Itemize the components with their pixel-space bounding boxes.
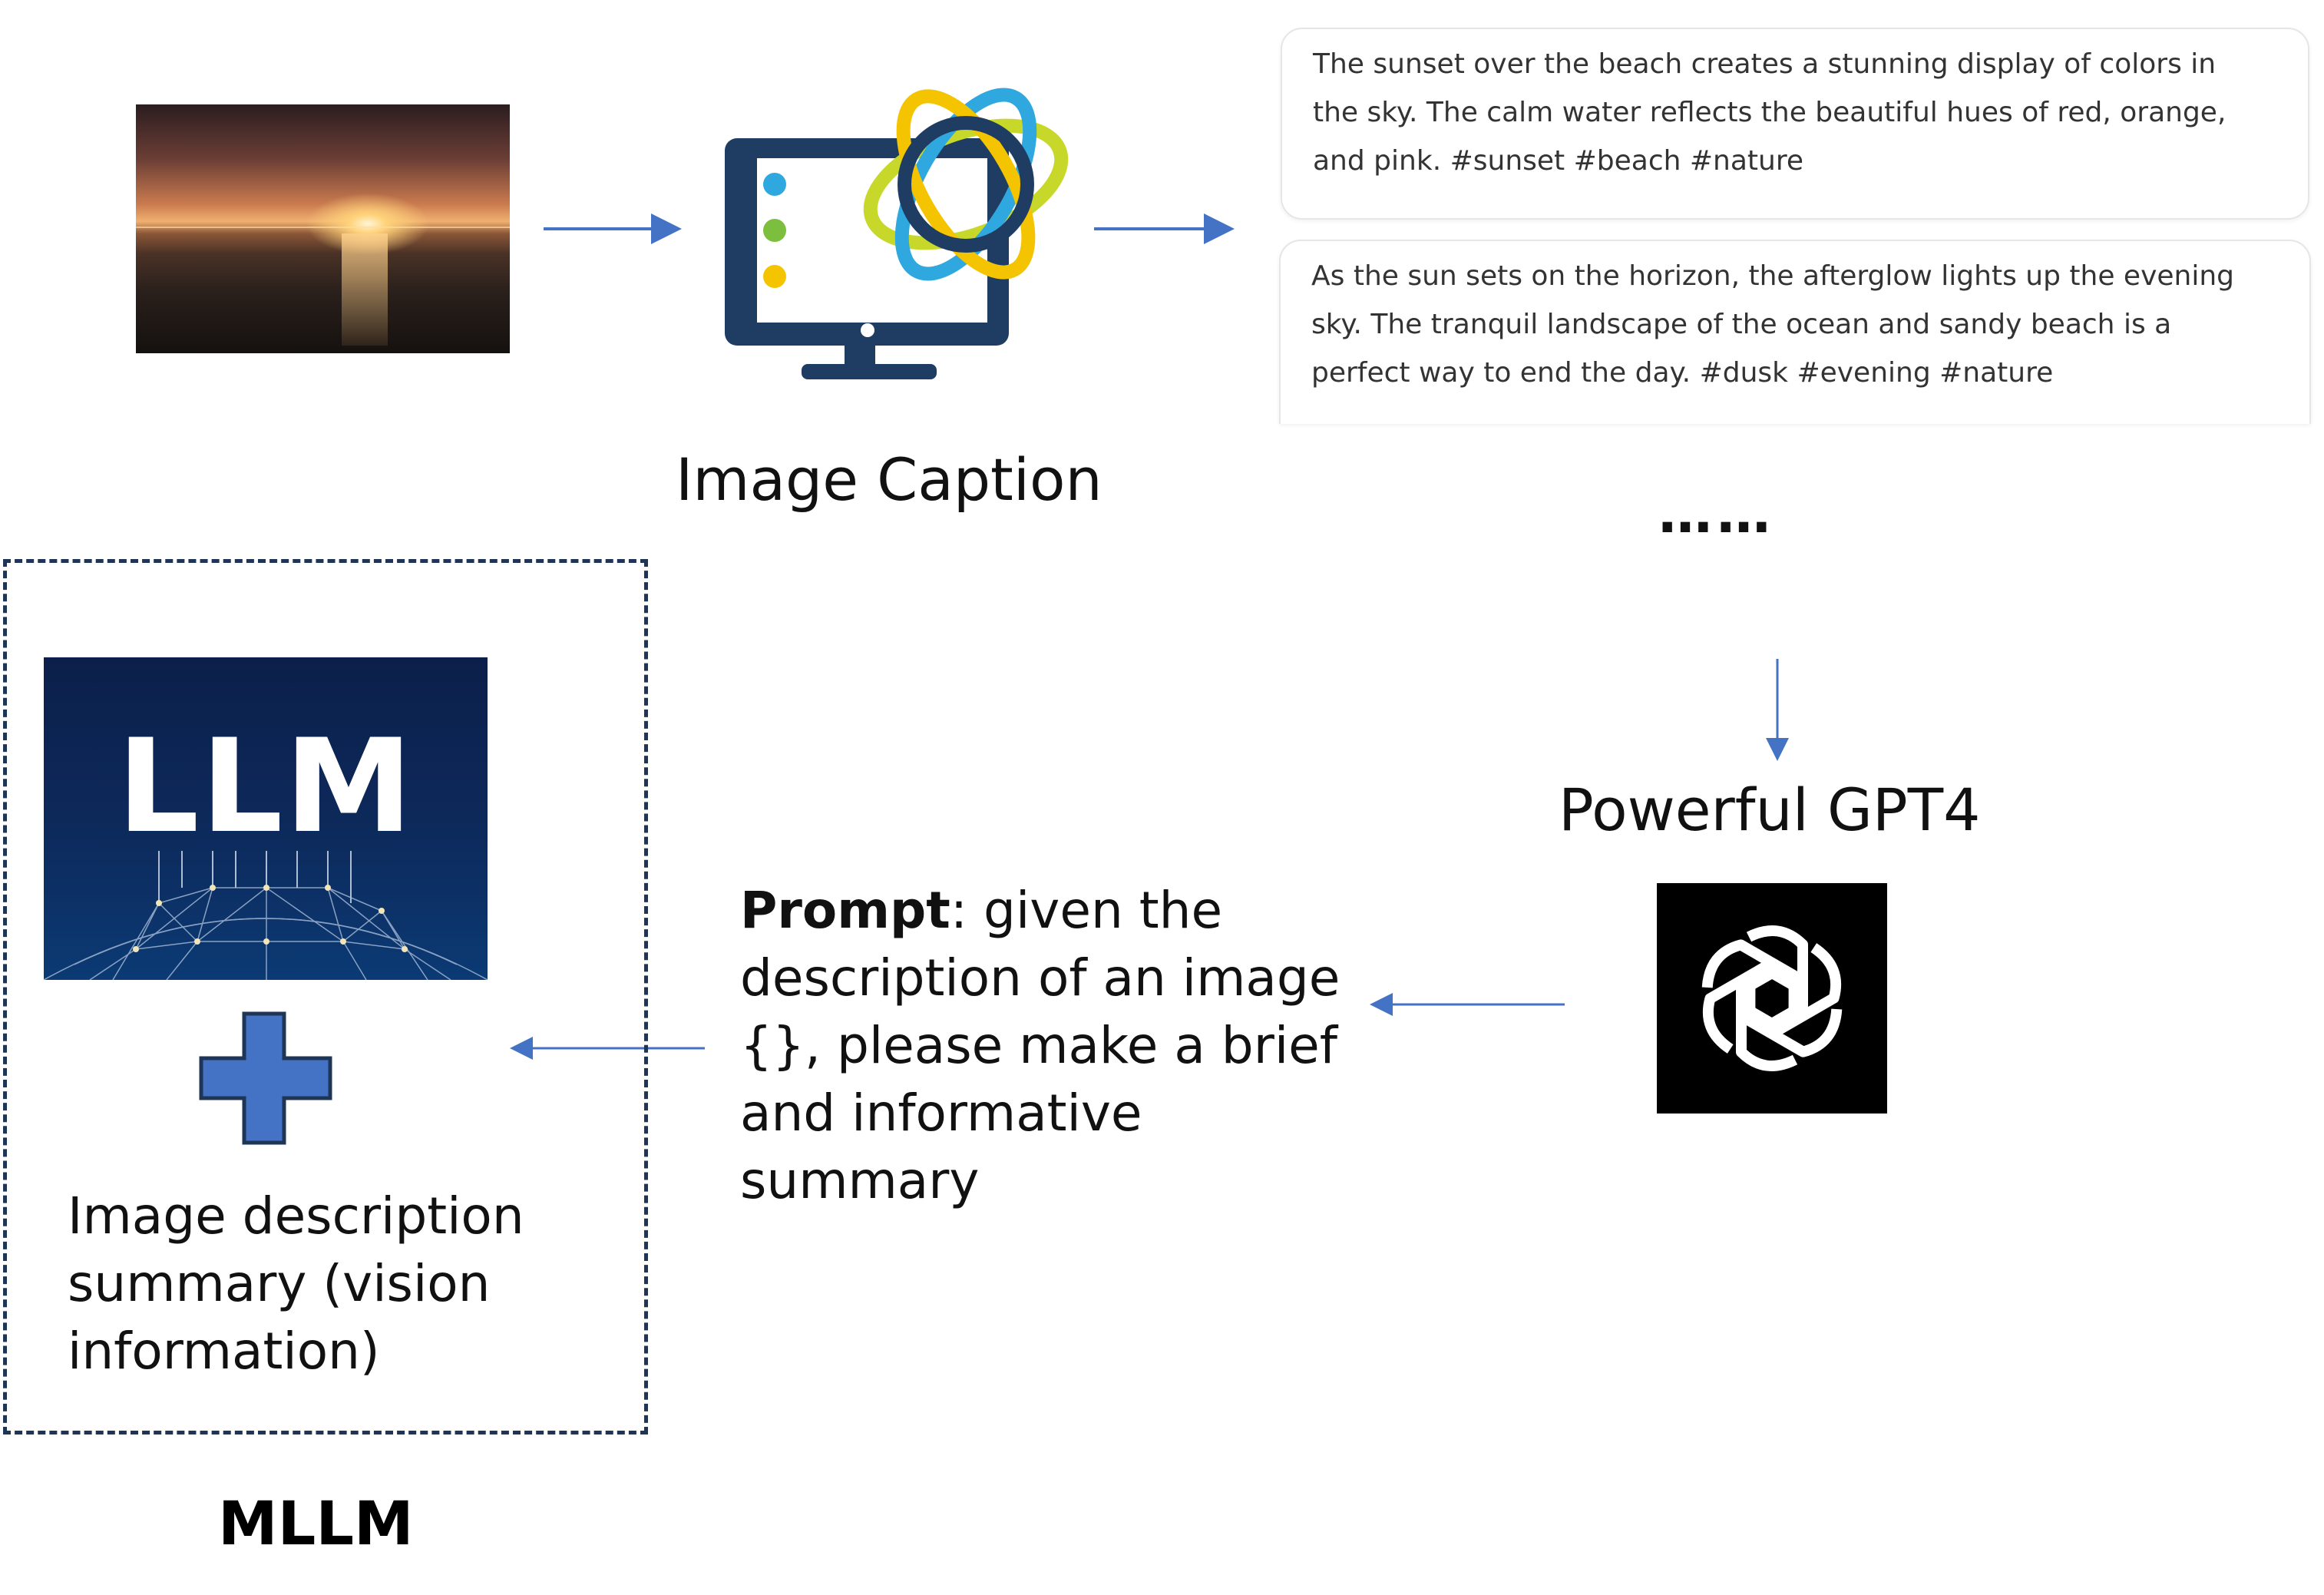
prompt-bold-label: Prompt bbox=[740, 881, 950, 940]
caption-card-1: The sunset over the beach creates a stun… bbox=[1281, 28, 2309, 220]
ellipsis: …… bbox=[1658, 482, 1775, 545]
mllm-label: MLLM bbox=[218, 1490, 414, 1559]
llm-network-image: LLM bbox=[44, 657, 488, 980]
prompt-text: Prompt: given the description of an imag… bbox=[740, 877, 1354, 1215]
image-caption-label: Image Caption bbox=[676, 445, 1102, 514]
image-description-summary: Image description summary (vision inform… bbox=[68, 1186, 524, 1381]
llm-title: LLM bbox=[117, 711, 415, 862]
sunset-photo bbox=[136, 104, 510, 353]
caption-1-line-2: the sky. The calm water reflects the bea… bbox=[1313, 97, 2226, 128]
openai-logo-icon bbox=[1657, 883, 1887, 1114]
photo-reflection bbox=[341, 233, 388, 346]
caption-1-line-1: The sunset over the beach creates a stun… bbox=[1313, 48, 2217, 80]
caption-2-line-2: sky. The tranquil landscape of the ocean… bbox=[1311, 309, 2172, 340]
caption-1-line-3: and pink. #sunset #beach #nature bbox=[1313, 145, 1803, 177]
caption-2-line-3: perfect way to end the day. #dusk #eveni… bbox=[1311, 357, 2054, 389]
computer-monitor-atom-icon bbox=[725, 88, 1069, 379]
prompt-body: : given the description of an image {}, … bbox=[740, 881, 1341, 1210]
network-globe bbox=[44, 851, 488, 980]
caption-2-line-1: As the sun sets on the horizon, the afte… bbox=[1311, 260, 2235, 292]
mllm-box bbox=[3, 559, 648, 1435]
plus-icon bbox=[199, 1011, 332, 1145]
photo-horizon bbox=[136, 226, 510, 228]
caption-card-2: As the sun sets on the horizon, the afte… bbox=[1279, 240, 2311, 424]
gpt4-label: Powerful GPT4 bbox=[1559, 776, 1981, 844]
